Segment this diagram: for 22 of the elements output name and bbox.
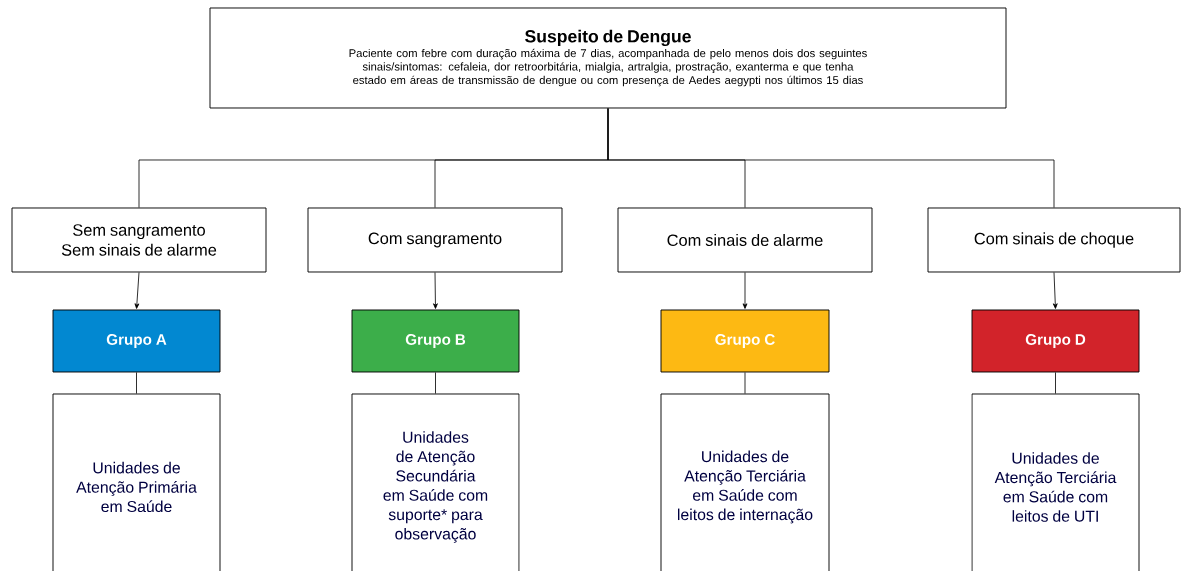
care-unit-box: Unidades de Atenção Terciária em Saúde com leitos de UTI xyxy=(971,393,1140,571)
group-box: Grupo B xyxy=(351,309,520,373)
definition-box: Suspeito de Dengue Paciente com febre com duração máxima de 7 dias, acompanhada de pelo menos dois dos seguintes sinais/sintomas: cefaleia, dor retroorbitária, mialgia, artralgia, prostração, exanterma e que tenha estado em áreas de transmissão de dengue ou com presença de Aedes aegypti nos últimos 15 dias xyxy=(209,7,1007,109)
group-box: Grupo D xyxy=(971,309,1140,373)
care-unit-box: Unidades de Atenção Primária em Saúde xyxy=(52,393,221,571)
connector xyxy=(136,372,137,394)
condition-box: Sem sangramento Sem sinais de alarme xyxy=(11,207,267,273)
connector xyxy=(744,372,746,394)
care-unit-box: Unidades de Atenção Terciária em Saúde com leitos de internação xyxy=(660,393,830,571)
connector xyxy=(433,272,438,309)
connector xyxy=(435,372,436,394)
condition-box: Com sinais de choque xyxy=(927,207,1181,273)
group-box: Grupo A xyxy=(52,309,221,373)
group-box: Grupo C xyxy=(660,309,830,373)
connector xyxy=(742,272,748,309)
condition-box: Com sangramento xyxy=(307,207,563,273)
connector xyxy=(134,272,140,309)
connector xyxy=(1052,272,1058,309)
connector xyxy=(607,108,1055,208)
connector xyxy=(1055,372,1056,394)
care-unit-box: Unidades de Atenção Secundária em Saúde com suporte* para observação xyxy=(351,393,520,571)
condition-box: Com sinais de alarme xyxy=(617,207,873,273)
